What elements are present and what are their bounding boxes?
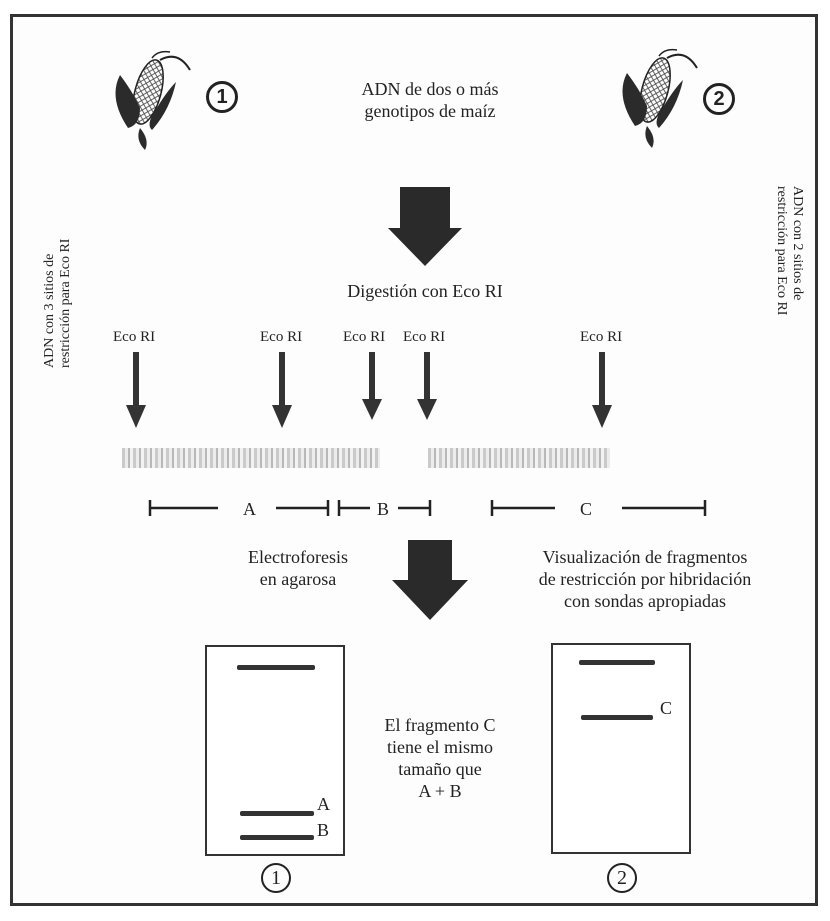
- side-label-1-text: ADN con 3 sitios de restricción para Eco…: [42, 238, 73, 368]
- gel-1-label-b: B: [317, 820, 330, 840]
- electrophoresis-arrow: [392, 540, 468, 620]
- visualization-line-1: Visualización de fragmentos: [542, 547, 748, 567]
- gel-1-label-a: A: [317, 794, 330, 814]
- header-line-1: ADN de dos o más: [361, 79, 499, 99]
- corn-icon-2: [622, 48, 698, 148]
- fragment-label-c: C: [580, 499, 593, 519]
- side-label-genotype-1: ADN con 3 sitios de restricción para Eco…: [42, 198, 74, 368]
- gel-genotype-1: [205, 645, 345, 856]
- genotype-number-2: 2: [703, 83, 735, 115]
- fragment-label-b: B: [377, 499, 390, 519]
- electrophoresis-line-2: en agarosa: [259, 569, 337, 589]
- gel-2-top-band: [579, 660, 655, 665]
- enzyme-arrows: [126, 352, 612, 428]
- dna-strand-genotype-1: [122, 448, 380, 468]
- visualization-line-3: con sondas apropiadas: [564, 591, 726, 611]
- digestion-label: Digestión con Eco RI: [347, 281, 503, 301]
- note-text: El fragmento C tiene el mismo tamaño que…: [360, 714, 520, 802]
- fragment-label-a: A: [243, 499, 256, 519]
- enzyme-label-2: Eco RI: [260, 329, 303, 345]
- enzyme-label-4: Eco RI: [403, 329, 446, 345]
- note-line-4: A + B: [418, 781, 462, 801]
- header-text: ADN de dos o más genotipos de maíz: [320, 78, 540, 122]
- gel-1-band-a: [240, 811, 314, 816]
- visualization-label: Visualización de fragmentos de restricci…: [495, 546, 795, 612]
- gel-number-1: 1: [261, 863, 291, 893]
- enzyme-label-3: Eco RI: [343, 329, 386, 345]
- note-line-3: tamaño que: [398, 759, 482, 779]
- electrophoresis-line-1: Electroforesis: [248, 547, 348, 567]
- fragment-brackets: [148, 500, 707, 516]
- gel-2-band-c: [581, 715, 653, 720]
- corn-icon-1: [115, 50, 191, 150]
- genotype-number-1: 1: [206, 81, 238, 113]
- gel-2-label-c: C: [660, 698, 673, 718]
- gel-number-2: 2: [607, 863, 637, 893]
- note-line-2: tiene el mismo: [387, 737, 493, 757]
- gel-genotype-2: [551, 643, 691, 854]
- dna-strand-genotype-2: [428, 448, 610, 468]
- note-line-1: El fragmento C: [384, 715, 496, 735]
- header-line-2: genotipos de maíz: [364, 101, 496, 121]
- enzyme-label-1: Eco RI: [113, 329, 156, 345]
- visualization-line-2: de restricción por hibridación: [538, 569, 752, 589]
- electrophoresis-label: Electroforesis en agarosa: [228, 546, 368, 590]
- digestion-arrow: [388, 187, 462, 266]
- side-label-genotype-2: ADN con 2 sitios de restricción para Eco…: [773, 186, 805, 356]
- side-label-2-text: ADN con 2 sitios de restricción para Eco…: [774, 186, 805, 316]
- gel-1-top-band: [237, 665, 315, 670]
- enzyme-label-5: Eco RI: [580, 329, 623, 345]
- gel-1-band-b: [240, 835, 314, 840]
